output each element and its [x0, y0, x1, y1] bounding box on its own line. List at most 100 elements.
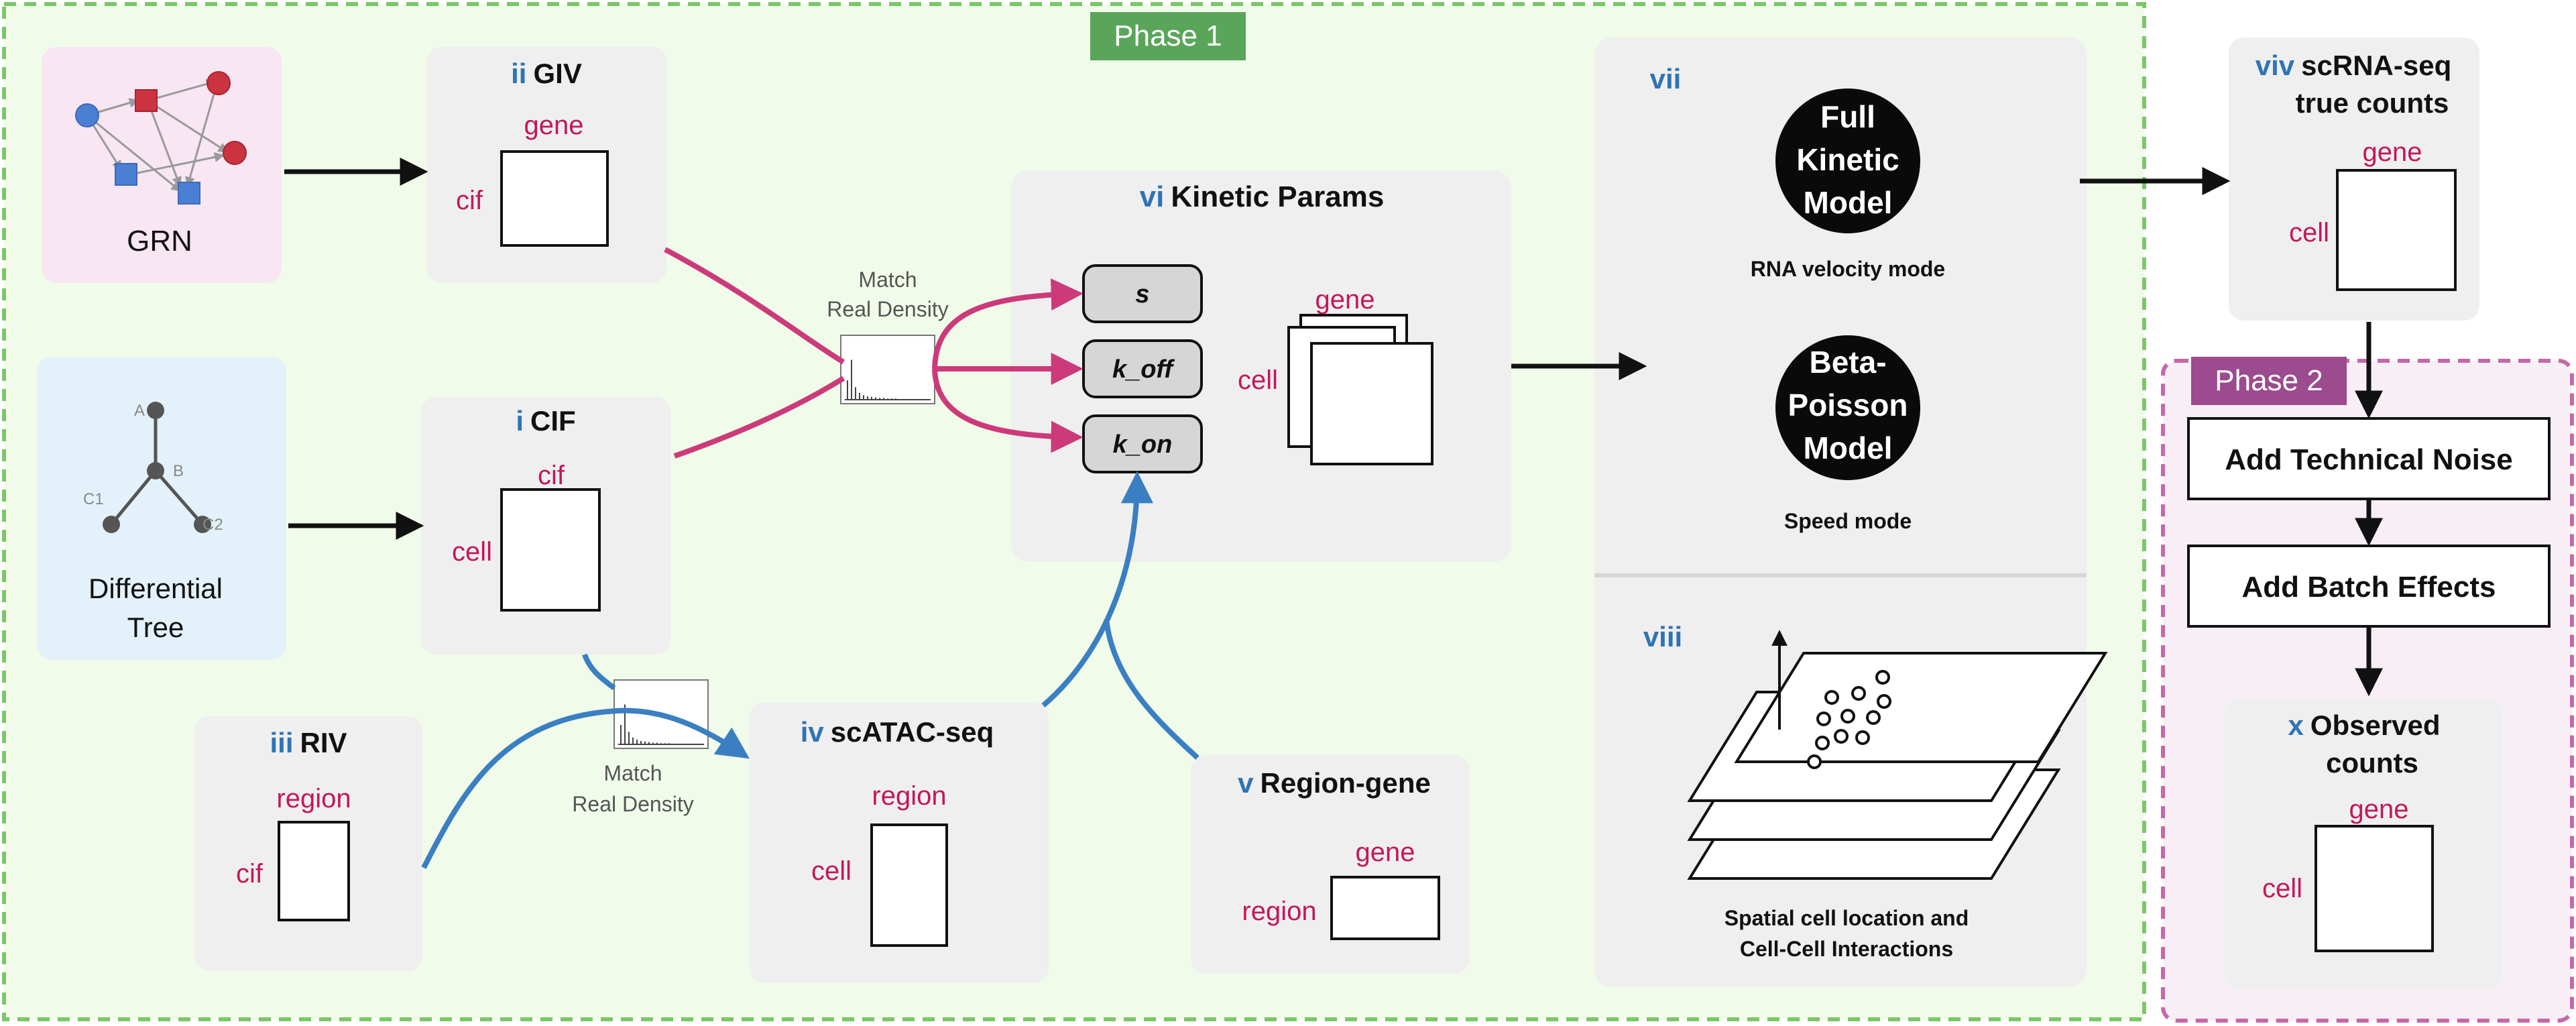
match-bottom-line2: Real Density [572, 792, 693, 816]
kinetic-param-label: k_on [1113, 431, 1173, 459]
arrow-giv-to-density [664, 247, 845, 365]
phase-1-tag [1090, 12, 1246, 60]
riv-num: iii [270, 727, 293, 758]
beta-poisson-line1: Beta- [1809, 345, 1886, 380]
batch-effects-box [2187, 545, 2551, 628]
kinetic-num: vi [1140, 180, 1165, 213]
cif-col-label: cif [538, 461, 565, 490]
tree-label-line2: Tree [127, 612, 184, 643]
technical-noise-label: Add Technical Noise [2225, 443, 2513, 476]
kinetic-row-label: cell [1238, 365, 1278, 395]
full-kinetic-line2: Kinetic [1796, 142, 1899, 177]
giv-num: ii [511, 58, 526, 89]
atac-col-label: region [872, 781, 946, 811]
kinetic-param-pill [1082, 264, 1203, 323]
models-panel: vii Full Kinetic Model RNA velocity mode… [1594, 38, 2108, 987]
grn-panel: GRN [42, 47, 282, 283]
kinetic-param-pill [1082, 339, 1203, 398]
giv-matrix [500, 150, 609, 247]
cif-num: i [516, 405, 524, 437]
beta-poisson-line2: Poisson [1788, 388, 1908, 422]
kinetic-matrix-front [1310, 342, 1433, 465]
match-top-line1: Match [858, 268, 917, 292]
true-counts-title1: scRNA-seq [2301, 50, 2451, 81]
arrow-riv-to-atac [421, 707, 750, 869]
atac-row-label: cell [811, 856, 852, 886]
region-gene-num: v [1238, 767, 1254, 799]
region-gene-col-label: gene [1356, 838, 1415, 867]
full-kinetic-caption: RNA velocity mode [1751, 257, 1945, 281]
cif-matrix [500, 488, 601, 612]
match-top-line2: Real Density [827, 297, 948, 321]
kinetic-name: Kinetic Params [1171, 180, 1384, 213]
kinetic-param-label: k_off [1112, 355, 1175, 384]
riv-name: RIV [300, 727, 347, 758]
full-kinetic-model-badge [1775, 89, 1920, 233]
region-gene-matrix [1330, 876, 1440, 940]
grn-label: GRN [127, 225, 192, 258]
riv-col-label: region [276, 784, 351, 813]
phase-1-label: Phase 1 [1114, 19, 1222, 52]
true-counts-row-label: cell [2289, 218, 2329, 247]
batch-effects-label: Add Batch Effects [2242, 571, 2496, 604]
observed-counts-title1: Observed [2310, 709, 2441, 741]
spatial-caption-line1: Spatial cell location and [1724, 906, 1969, 930]
full-kinetic-line3: Model [1804, 185, 1893, 220]
cif-name: CIF [530, 405, 576, 437]
giv-col-label: gene [524, 111, 584, 140]
riv-matrix [278, 821, 350, 921]
phase-2-tag [2191, 357, 2347, 405]
riv-row-label: cif [236, 859, 264, 889]
arrow-region-gene-merge [1104, 619, 1199, 760]
kinetic-param-label: s [1135, 280, 1149, 308]
observed-counts-row-label: cell [2262, 874, 2302, 903]
match-bottom-line1: Match [603, 761, 662, 785]
tree-label-line1: Differential [89, 573, 223, 604]
observed-counts-num: x [2288, 709, 2304, 741]
beta-poisson-caption: Speed mode [1784, 509, 1912, 533]
riv-panel: iii RIV region cif [194, 716, 422, 971]
observed-counts-title-line2: counts [2326, 747, 2418, 779]
grn-network-icon [75, 71, 247, 205]
spatial-layers-icon [1687, 630, 2108, 880]
giv-name: GIV [533, 58, 581, 89]
tree-node-c1: C1 [83, 490, 104, 508]
phase-2-label: Phase 2 [2215, 364, 2323, 397]
arrow-cif-to-bottom-density [582, 653, 616, 691]
batch-effects-step: Add Batch Effects [2187, 545, 2551, 628]
atac-num: iv [801, 716, 825, 748]
tree-node-a: A [134, 402, 145, 420]
kinetic-col-label: gene [1315, 285, 1375, 315]
connectors [284, 158, 2383, 869]
riv-title: iii RIV [270, 727, 347, 758]
region-gene-row-label: region [1242, 897, 1316, 926]
grn-box [42, 47, 282, 283]
true-counts-col-label: gene [2363, 137, 2422, 167]
observed-counts-col-label: gene [2349, 795, 2409, 824]
atac-matrix [870, 823, 948, 947]
technical-noise-box [2187, 417, 2551, 500]
beta-poisson-line3: Model [1804, 431, 1893, 465]
true-counts-matrix [2336, 169, 2457, 291]
tree-node-c2: C2 [202, 516, 223, 534]
atac-name: scATAC-seq [831, 716, 994, 748]
tree-node-b: B [173, 462, 184, 480]
true-counts-num: viv [2256, 50, 2295, 81]
spatial-num: viii [1643, 621, 1682, 652]
spatial-caption-line2: Cell-Cell Interactions [1740, 937, 1953, 961]
tree-icon [103, 402, 211, 533]
